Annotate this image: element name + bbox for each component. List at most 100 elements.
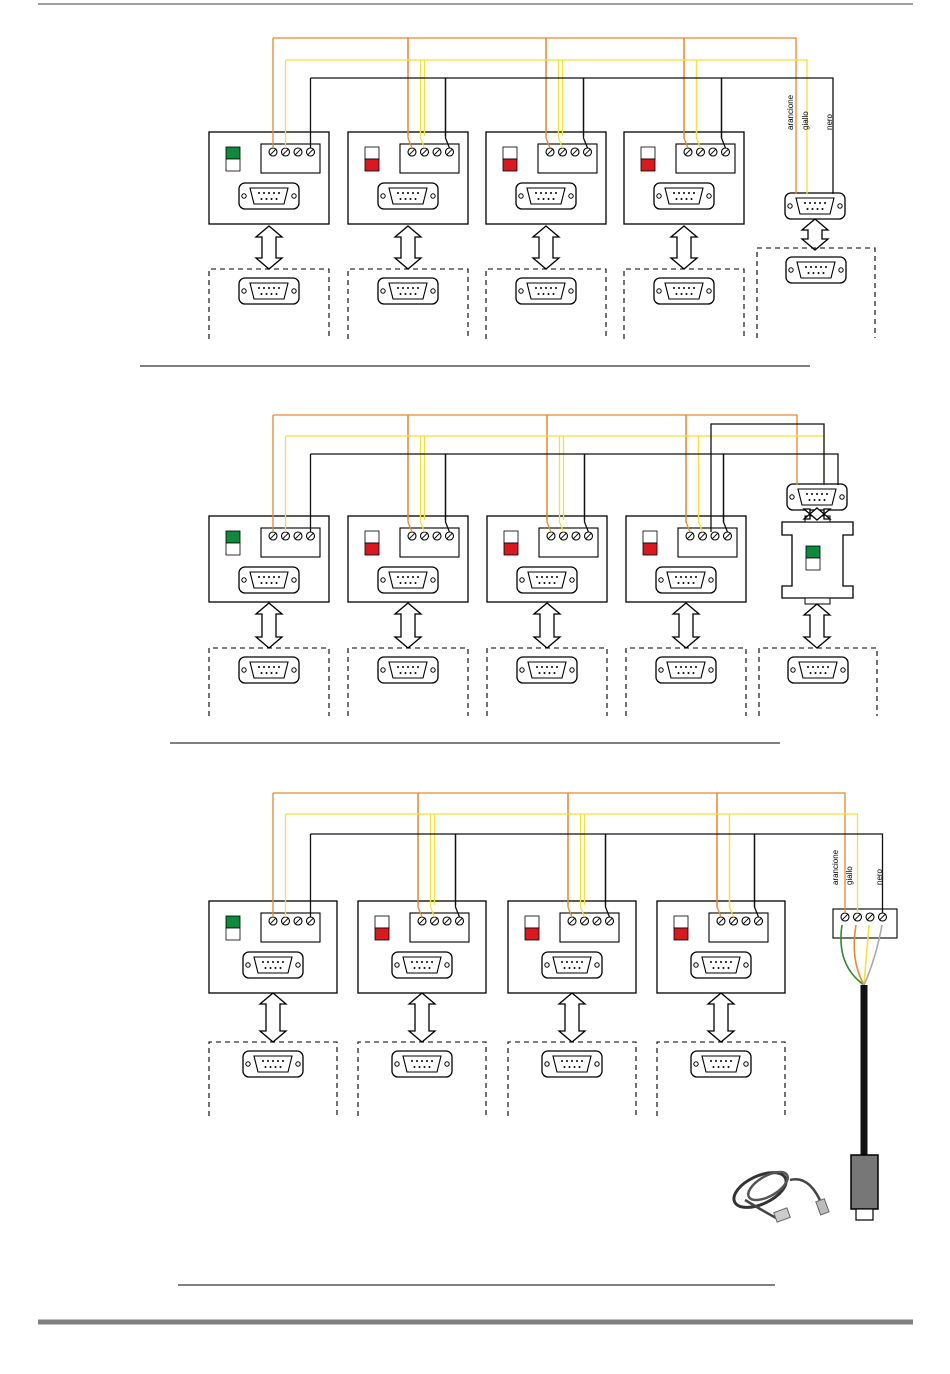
db9-connector-icon [517,657,577,683]
host-device-outline [624,269,744,339]
db9-connector-icon [378,183,438,209]
led-red-icon [375,916,389,940]
cable-photo [729,1165,829,1222]
db9-connector-icon [517,567,577,593]
wire-label-black: nero [875,868,884,885]
double-arrow-icon [673,603,699,648]
wire-label-orange: arancione [786,94,795,130]
led-green-icon [226,147,240,171]
orange-wire [418,793,572,917]
db9-connector-icon [656,657,716,683]
host-device-outline [759,648,877,716]
device-module [487,516,607,602]
double-arrow-icon [804,604,830,648]
led-green-icon [806,546,820,570]
wire-label-yellow: giallo [801,111,810,130]
screw-terminal-icon [261,528,320,557]
screw-terminal-icon [539,528,598,557]
db9-connector-icon [516,183,576,209]
db9-connector-icon [239,183,299,209]
screw-terminal-icon [560,913,619,942]
screw-terminal-icon [261,144,320,173]
db9-connector-icon [243,1051,303,1077]
orange-wire [273,793,422,917]
orange-wire [568,793,721,917]
led-red-icon [641,147,655,171]
double-arrow-icon [534,603,560,648]
device-module [348,132,468,224]
usb-cable-icon [841,925,882,1220]
double-arrow-icon [256,603,282,648]
host-device-outline [209,269,329,339]
wire-label-yellow: giallo [845,866,854,885]
screw-terminal-icon [261,913,320,942]
led-green-icon [226,531,240,555]
led-red-icon [503,147,517,171]
double-arrow-icon [260,993,286,1042]
diagram-db9-adapter [209,415,877,716]
db9-connector-icon [691,1051,751,1077]
screw-terminal-icon [833,909,897,938]
db9-connector-icon [785,193,845,219]
device-module [626,516,746,602]
led-green-icon [226,916,240,940]
device-module [657,901,785,993]
db9-connector-icon [378,657,438,683]
screw-terminal-icon [709,913,768,942]
double-arrow-icon [559,993,585,1042]
db9-connector-icon [378,278,438,304]
host-device-outline [757,248,875,338]
db9-connector-icon [239,567,299,593]
led-red-icon [525,916,539,940]
host-device-outline [209,648,329,716]
device-module [486,132,606,224]
led-red-icon [365,531,379,555]
wire-label-black: nero [825,113,834,130]
orange-wire [547,415,690,532]
db9-connector-icon [654,183,714,209]
led-red-icon [643,531,657,555]
host-device-outline [486,269,606,339]
orange-wire [273,415,412,532]
host-device-outline [348,269,468,339]
double-arrow-icon [671,226,697,269]
double-arrow-icon [804,508,830,520]
double-arrow-icon [409,993,435,1042]
device-module [624,132,744,224]
db9-connector-icon [516,278,576,304]
screw-terminal-icon [676,144,735,173]
led-red-icon [365,147,379,171]
wire-color-labels: arancione giallo nero [786,94,834,130]
device-module [358,901,486,993]
orange-wire [717,793,845,913]
host-device-outline [626,648,746,716]
led-red-icon [674,916,688,940]
diagram-db9-connector: arancione giallo nero [209,38,875,339]
db9-connector-icon [239,278,299,304]
host-device-outline [348,648,468,716]
db9-connector-icon [392,952,452,978]
screw-terminal-icon [678,528,737,557]
host-device-outline [487,648,607,716]
device-module [508,901,636,993]
diagram-usb-cable: arancione giallo nero [209,793,897,1222]
db9-connector-icon [656,567,716,593]
db9-adapter [782,516,853,604]
db9-connector-icon [788,657,848,683]
db9-connector-icon [378,567,438,593]
db9-connector-icon [654,278,714,304]
wire-label-orange: arancione [831,849,840,885]
db9-connector-icon [392,1051,452,1077]
db9-connector-icon [787,484,847,510]
double-arrow-icon [708,993,734,1042]
db9-connector-icon [542,952,602,978]
db9-connector-icon [542,1051,602,1077]
db9-connector-icon [786,257,846,283]
db9-connector-icon [243,952,303,978]
host-device-outline [209,1042,337,1116]
screw-terminal-icon [410,913,469,942]
double-arrow-icon [395,226,421,269]
screw-terminal-icon [400,528,459,557]
device-module [348,516,468,602]
